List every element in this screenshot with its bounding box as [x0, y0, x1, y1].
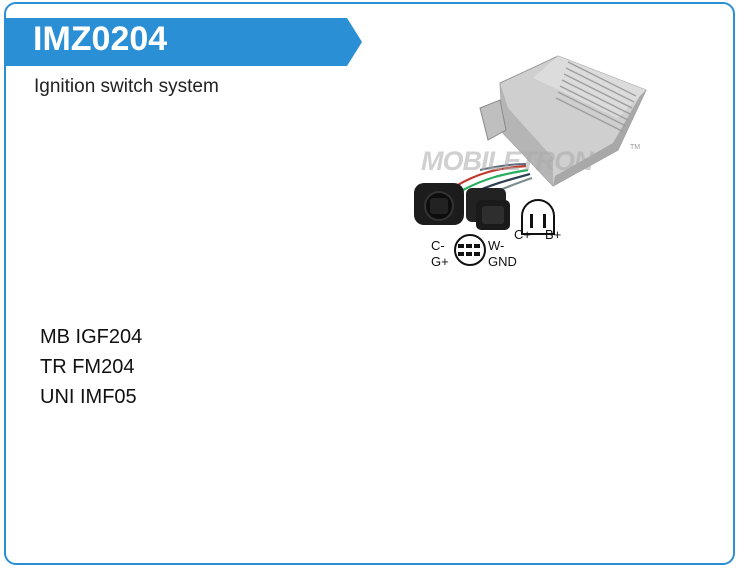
trademark-mark: TM — [630, 144, 641, 151]
cross-reference-item: UNI IMF05 — [40, 386, 137, 408]
pin-label-g-plus: G+ — [431, 254, 449, 269]
cross-reference-item: MB IGF204 — [40, 326, 143, 348]
pin-label-w-minus: W- — [488, 238, 505, 253]
product-description: Ignition switch system — [34, 76, 219, 97]
title-banner — [5, 18, 362, 66]
pin-label-gnd: GND — [488, 254, 517, 269]
part-number-title: IMZ0204 — [33, 20, 168, 58]
product-image — [408, 38, 658, 278]
cross-reference-list: MB IGF204 TR FM204 UNI IMF05 — [40, 322, 142, 412]
cross-reference-item: TR FM204 — [40, 356, 135, 378]
pin-label-c-minus: C- — [431, 238, 445, 253]
pin-label-c-plus: C+ — [514, 227, 531, 242]
mobiletron-watermark: MOBILETRON — [421, 146, 593, 176]
pin-label-b-plus: B+ — [545, 227, 562, 242]
